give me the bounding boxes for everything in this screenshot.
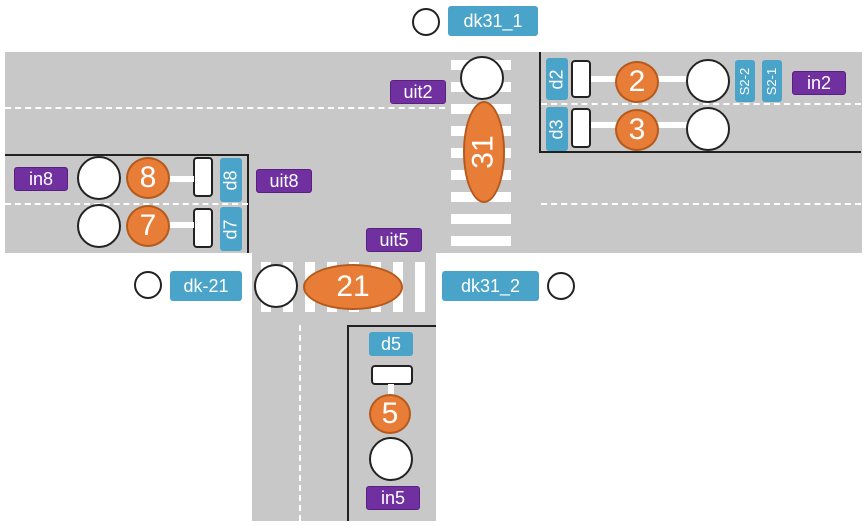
signal-2-label: 2 [628,65,646,98]
east-median-line [539,151,861,153]
detector-d3 [571,108,591,148]
signal-5-label: 5 [381,397,399,430]
circle-uit2 [460,56,504,100]
label-dk-21: dk-21 [170,271,242,301]
label-in5: in5 [366,486,420,510]
label-s2-2: S2-2 [735,60,755,102]
lane-divider-north-east [541,103,861,105]
signal-7[interactable]: 7 [126,205,170,247]
lane-divider-south [299,325,301,521]
connector-7 [168,222,194,228]
lane-divider-north-west [5,107,445,109]
signal-2[interactable]: 2 [615,61,659,103]
circle-d7 [77,204,121,248]
lane-divider-west [5,203,248,205]
circle-dk31_1 [412,8,440,36]
circle-dk21 [254,264,298,308]
label-d5: d5 [369,332,413,356]
signal-31[interactable]: 31 [463,101,505,203]
label-d7: d7 [220,207,242,251]
label-s2-1: S2-1 [762,60,782,102]
connector-5 [388,384,394,396]
detector-d5 [371,365,413,385]
east-curb-line [539,52,541,152]
label-d2: d2 [546,58,568,100]
label-in8: in8 [14,167,68,191]
south-median-line [347,326,349,521]
label-dk31_2: dk31_2 [442,271,539,301]
circle-in8 [77,156,121,200]
detector-d7 [193,208,213,248]
connector-8 [168,176,194,182]
circle-dk31_2 [547,272,575,300]
lane-divider-east [541,203,861,205]
label-uit5: uit5 [366,228,422,252]
circle-d3 [686,107,730,151]
label-d3: d3 [546,107,568,151]
label-in2: in2 [792,71,846,95]
signal-8-label: 8 [139,161,157,194]
label-uit8: uit8 [256,169,312,193]
detector-d2 [571,60,591,98]
west-curb-line [247,154,249,253]
signal-21[interactable]: 21 [303,264,403,310]
label-uit2: uit2 [390,80,446,104]
circle-dk21-small [134,271,162,299]
south-stop-line [347,325,436,327]
circle-in5 [369,437,413,481]
signal-3[interactable]: 3 [615,109,659,151]
detector-d8 [193,157,213,197]
west-median-line [5,154,248,156]
signal-7-label: 7 [139,209,157,242]
circle-in2 [686,59,730,103]
signal-8[interactable]: 8 [126,157,170,199]
signal-21-label: 21 [336,270,370,303]
signal-31-label: 31 [467,135,500,169]
signal-3-label: 3 [628,113,646,146]
signal-5[interactable]: 5 [369,394,411,434]
label-d8: d8 [220,158,242,202]
label-dk31_1: dk31_1 [448,6,538,36]
